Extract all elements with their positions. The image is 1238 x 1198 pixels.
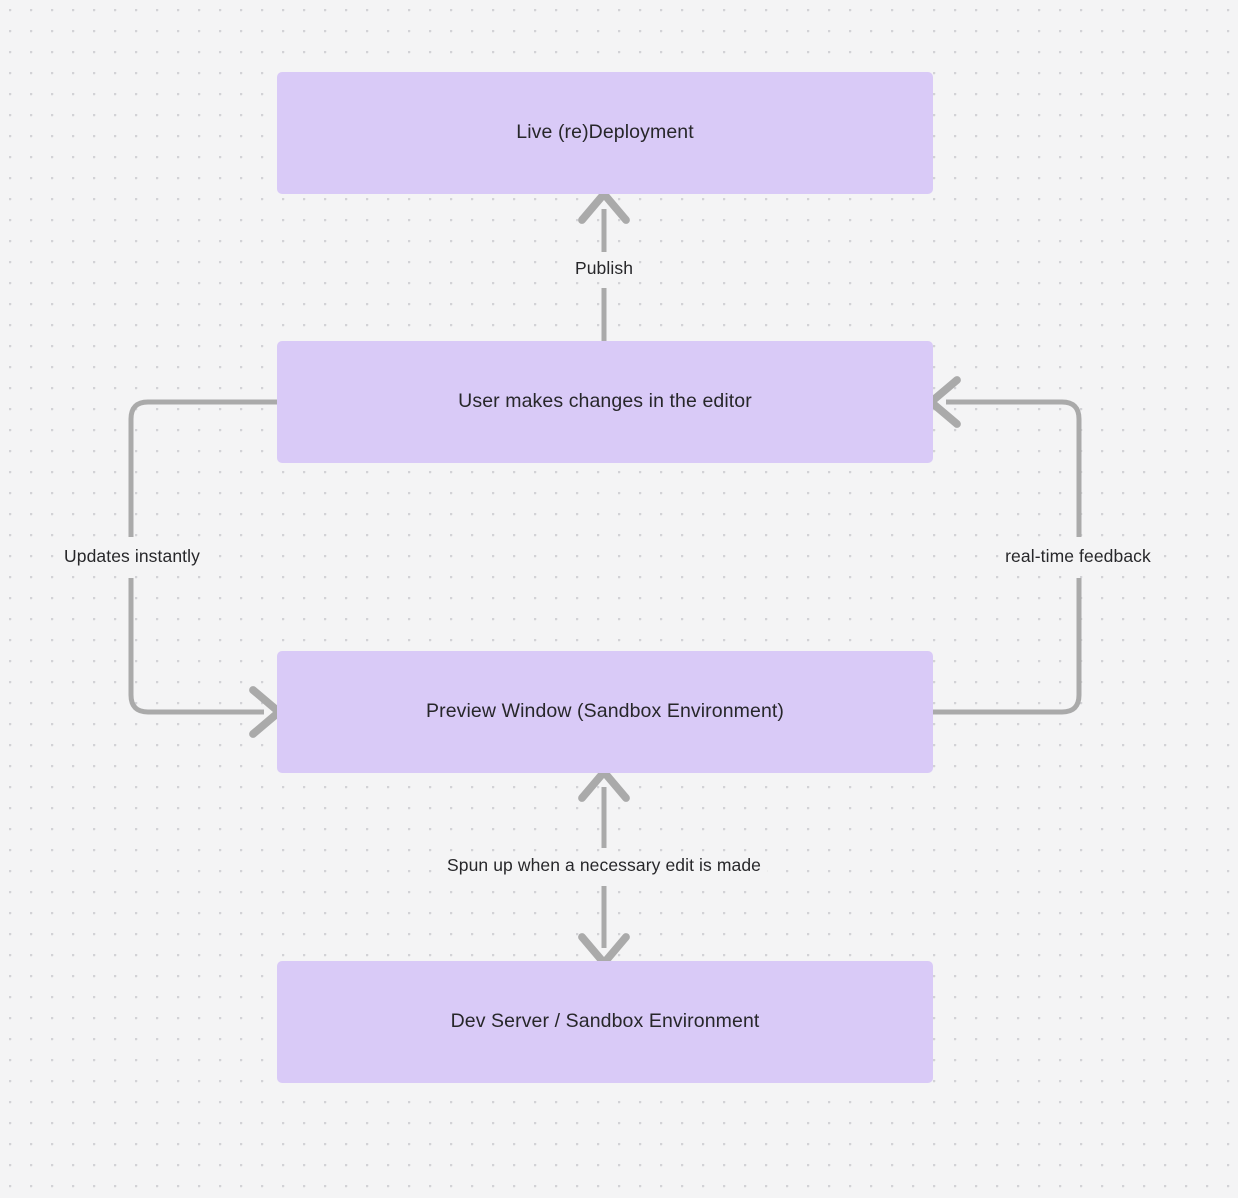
- node-label: Dev Server / Sandbox Environment: [450, 1010, 760, 1033]
- edge-label-updates-instantly: Updates instantly: [58, 544, 206, 570]
- edge-label-spun-up: Spun up when a necessary edit is made: [440, 853, 768, 879]
- node-label: Live (re)Deployment: [516, 121, 694, 144]
- edge-label-publish: Publish: [568, 256, 640, 282]
- node-live-deployment[interactable]: Live (re)Deployment: [277, 72, 933, 194]
- node-user-edits[interactable]: User makes changes in the editor: [277, 341, 933, 463]
- node-label: User makes changes in the editor: [458, 390, 752, 413]
- node-label: Preview Window (Sandbox Environment): [426, 700, 784, 723]
- edge-label-real-time-feedback: real-time feedback: [999, 544, 1157, 570]
- node-preview-window[interactable]: Preview Window (Sandbox Environment): [277, 651, 933, 773]
- node-dev-server[interactable]: Dev Server / Sandbox Environment: [277, 961, 933, 1083]
